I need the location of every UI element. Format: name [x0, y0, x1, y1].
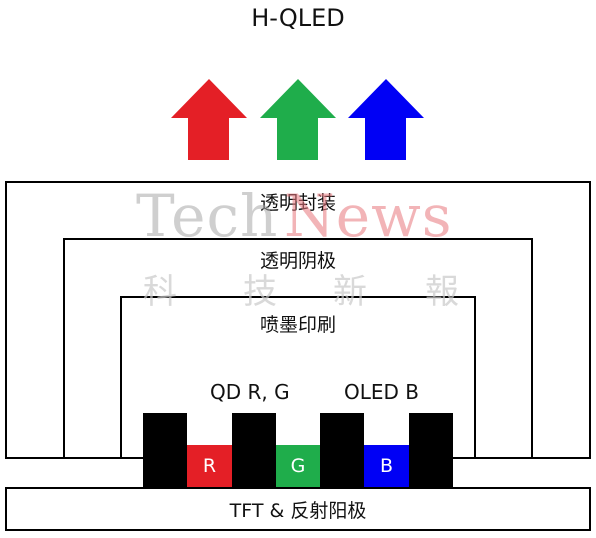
inkjet-label: 喷墨印刷 [259, 314, 336, 336]
emission-arrows [171, 79, 424, 160]
subpixel-red: R [187, 445, 232, 487]
watermark-zh-4: 報 [425, 272, 459, 312]
subpixel-blue: B [364, 445, 409, 487]
watermark-news: News [284, 182, 453, 250]
watermark-zh-3: 新 [333, 272, 367, 312]
substrate-label: TFT & 反射阳极 [229, 500, 367, 522]
watermark-tech: Tech [136, 182, 279, 250]
encapsulation-label: 透明封装 [259, 192, 336, 214]
subpixel-green: G [276, 445, 320, 487]
watermark-zh-1: 科 [143, 272, 177, 312]
watermark-zh-2: 技 [243, 272, 277, 312]
pixel-bank-1 [143, 413, 187, 487]
red-arrow-icon [171, 79, 247, 160]
pixel-bank-2 [232, 413, 276, 487]
blue-arrow-icon [348, 79, 424, 160]
substrate-layer [5, 487, 591, 531]
oled-label: OLED B [344, 380, 419, 404]
diagram-title: H-QLED [251, 4, 345, 32]
qd-label: QD R, G [210, 380, 290, 404]
green-arrow-icon [260, 79, 336, 160]
pixel-bank-3 [320, 413, 364, 487]
pixel-bank-4 [409, 413, 453, 487]
watermark-logo: Tech News [136, 182, 466, 250]
cathode-label: 透明阴极 [259, 250, 336, 272]
